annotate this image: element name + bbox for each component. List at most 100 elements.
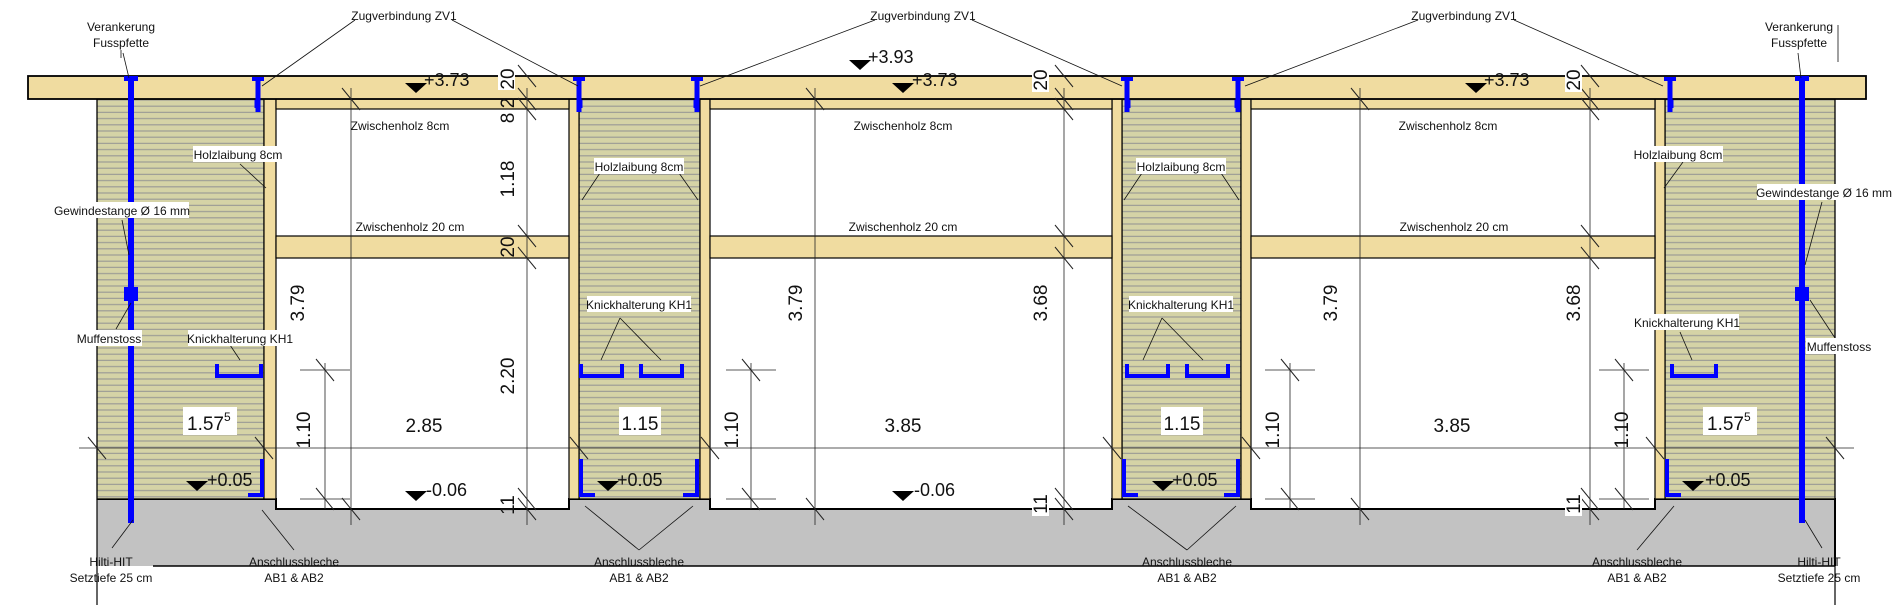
plate-label-line1: Anschlussbleche [1592,555,1682,569]
connection-plate [579,459,583,497]
leader-line [115,302,132,330]
threaded-rod-label-text: Gewindestange Ø 16 mm [1756,186,1892,200]
leader-line [1161,317,1204,361]
buckling-label: Knickhalterung KH1 [187,330,293,346]
connection-plate-foot [683,493,699,497]
buckling-bracket [639,364,684,378]
anchor-label-right-line2: Fusspfette [1771,36,1827,50]
plate-label-line1: Anschlussbleche [594,555,684,569]
height-beam: 20 [498,68,519,89]
tension-connector [576,77,582,112]
height-opening-right: 3.68 [1564,285,1585,322]
width-dimension-tick [1645,436,1665,460]
tension-connector [1667,77,1673,112]
width-wall-end: 1.575 [1703,407,1757,435]
tension-connection-label: Zugverbindung ZV1 [351,9,457,23]
dimension-tick [1054,246,1074,270]
height-parapet: 1.10 [722,412,743,449]
spacer-20-label: Zwischenholz 20 cm [849,220,958,234]
leader-line [261,19,356,87]
threaded-rod-label: Gewindestange Ø 16 mm [54,202,190,218]
level-marker-triangle-icon [597,481,619,491]
width-dimension-tick [1102,436,1122,460]
coupler-label: Muffenstoss [76,330,142,346]
leader-line [111,519,134,549]
anchor-label-left-line1: Verankerung [87,20,155,34]
level-marker-triangle-icon [405,491,427,501]
leader-line [600,317,621,361]
level-marker-triangle-icon [849,60,871,70]
threaded-rod-label: Gewindestange Ø 16 mm [1756,184,1892,200]
connection-plate-foot [579,493,595,497]
plate-label-line2: AB1 & AB2 [609,571,669,585]
leader-line [638,505,694,551]
reveal-label: Holzlaibung 8cm [594,158,684,174]
dimension-tick [1054,97,1074,121]
coupler-label: Muffenstoss [1806,338,1872,354]
width-pier: 1.15 [619,407,661,435]
dimension-tick [1054,497,1074,521]
dimension-tick [517,224,537,248]
threaded-rod-label-text: Gewindestange Ø 16 mm [54,204,190,218]
buckling-label: Knickhalterung KH1 [1634,314,1740,330]
height-gap: 2 [498,98,519,109]
connection-plate [1236,459,1240,497]
spacer-20-label: Zwischenholz 20 cm [1400,220,1509,234]
leader-line [1663,161,1684,189]
level-lintel: +3.73 [1484,70,1530,90]
spacer-20cm [275,235,570,259]
level-marker-triangle-icon [186,481,208,491]
anchor-label-left-line2: Fusspfette [93,36,149,50]
dimension-tick [517,487,537,511]
coupler-muffe [1795,287,1809,301]
width-dimension-tick [569,436,589,460]
dimension-tick [517,97,537,121]
tension-connector [1235,77,1241,112]
leader-line [1142,317,1163,361]
reveal-board [699,98,711,500]
width-dimension-tick [1825,436,1845,460]
anchor-bottom-line1: Hilti-HIT [1797,555,1841,569]
plate-label-line2: AB1 & AB2 [1607,571,1667,585]
reveal-label-text: Holzlaibung 8cm [194,148,283,162]
spacer-8cm [709,98,1113,110]
width-sup: 5 [224,410,231,424]
leader-line [1679,331,1693,361]
spacer-8-label: Zwischenholz 8cm [854,119,953,133]
level-opening-floor: -0.06 [914,480,955,500]
tension-connector [255,77,261,112]
width-main: 1.57 [1707,414,1744,435]
height-lower: 2.20 [498,358,519,395]
height-beam: 20 [1564,69,1585,90]
connection-plate [1665,459,1669,497]
tension-connector-plate [693,100,700,108]
height-parapet: 1.10 [1612,412,1633,449]
level-marker-triangle-icon [1465,83,1487,93]
buckling-bracket [579,364,624,378]
tension-connector [694,77,700,112]
dimension-tick [1580,497,1600,521]
spacer-8-label: Zwischenholz 8cm [1399,119,1498,133]
width-pier-text: 1.15 [622,414,659,435]
connection-plate-foot [1224,493,1240,497]
dimension-tick [1614,358,1634,382]
tension-connector-plate [1667,100,1674,108]
reveal-label-text: Holzlaibung 8cm [1137,160,1226,174]
level-marker-triangle-icon [892,83,914,93]
width-dimension-tick [700,436,720,460]
tension-connector-plate [1124,100,1131,108]
height-upper: 1.18 [498,161,519,198]
spacer-20cm [709,235,1113,259]
connection-plate-foot [1122,493,1138,497]
dimension-tick [517,246,537,270]
plate-label-line1: Anschlussbleche [249,555,339,569]
buckling-label: Knickhalterung KH1 [1128,296,1234,312]
dimension-tick [517,87,537,111]
level-ridge: +3.93 [868,47,914,67]
width-opening-2: 3.85 [885,416,922,437]
buckling-bracket [215,364,263,378]
